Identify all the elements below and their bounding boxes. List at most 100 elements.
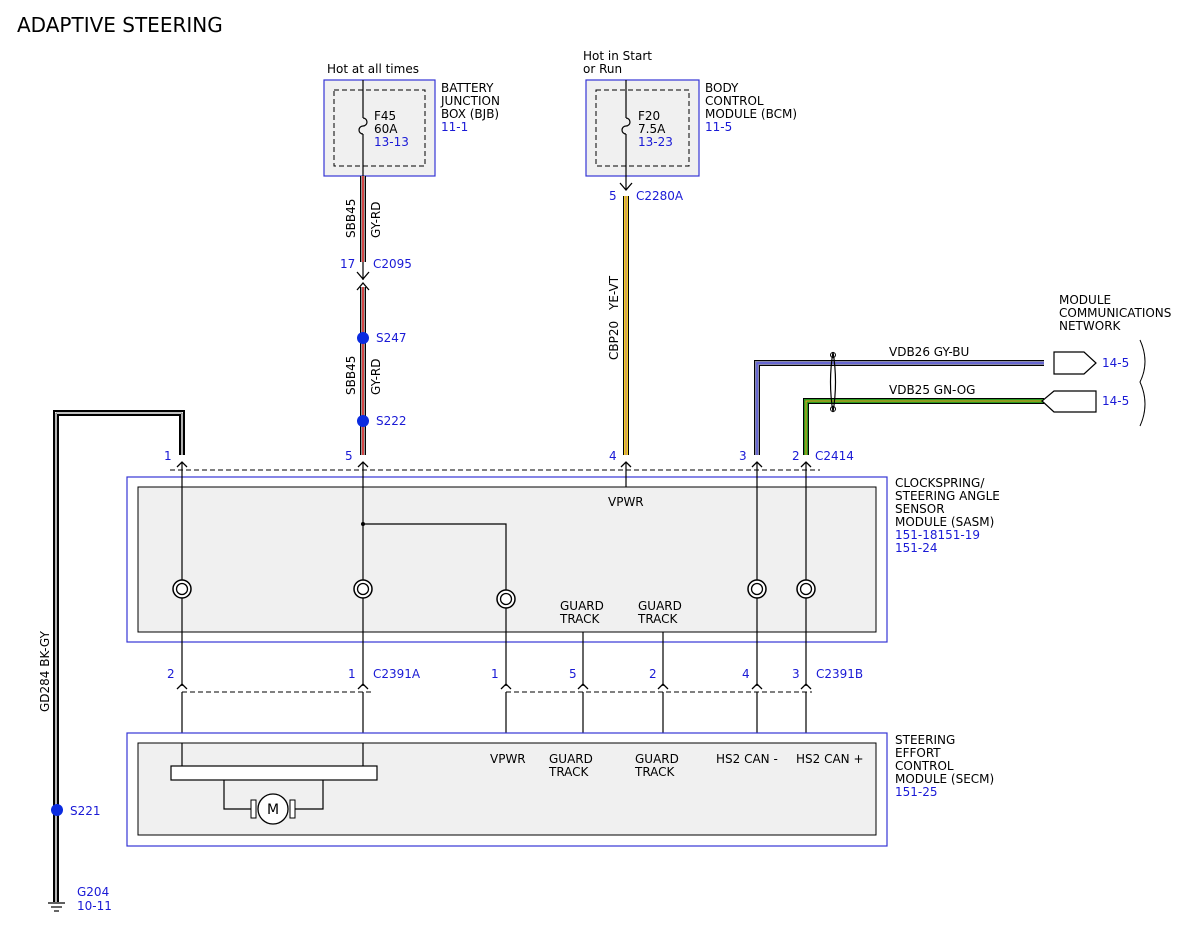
secm-motor-driver — [170, 765, 378, 781]
c2391a-pin-1: 1 — [348, 667, 356, 681]
c2391b-pin-2: 2 — [649, 667, 657, 681]
wire-gd284-label: GD284 BK-GY — [38, 630, 52, 712]
splice-s222-label[interactable]: S222 — [376, 414, 407, 428]
bjb-name-1: BATTERY — [441, 81, 494, 95]
secm-name-1: STEERING — [895, 733, 955, 747]
network-title-2: COMMUNICATIONS — [1059, 306, 1171, 320]
sasm-guard1-1: GUARD — [560, 599, 604, 613]
bjb-box — [323, 79, 436, 177]
bjb-hot-label: Hot at all times — [327, 62, 419, 76]
secm-name-3: CONTROL — [895, 759, 954, 773]
c2391b-label[interactable]: C2391B — [816, 667, 863, 681]
c2391a-label[interactable]: C2391A — [373, 667, 421, 681]
secm-can-low: HS2 CAN - — [716, 752, 778, 766]
network-bracket — [1139, 339, 1146, 427]
wire-vdb26 — [754, 360, 1044, 455]
page-title: ADAPTIVE STEERING — [17, 13, 223, 37]
c2391b-pin-3: 3 — [792, 667, 800, 681]
secm-guard2-2: TRACK — [634, 765, 676, 779]
wire-vdb25 — [803, 398, 1044, 455]
c2391b-pin-4: 4 — [742, 667, 750, 681]
c2095-pin: 17 — [340, 257, 355, 271]
c2095-label[interactable]: C2095 — [373, 257, 412, 271]
fuse-f45-ref[interactable]: 13-13 — [374, 135, 409, 149]
bcm-box — [585, 79, 700, 177]
secm-guard2-1: GUARD — [635, 752, 679, 766]
c2414-label[interactable]: C2414 — [815, 449, 854, 463]
sasm-eyelet-1 — [172, 579, 192, 599]
network-in-arrow-icon — [1041, 390, 1097, 413]
bjb-name-2: JUNCTION — [440, 94, 500, 108]
bcm-name-1: BODY — [705, 81, 739, 95]
secm-guard1-1: GUARD — [549, 752, 593, 766]
sasm-name-1: CLOCKSPRING/ — [895, 476, 985, 490]
wire-sbb45-top-color: GY-RD — [369, 201, 383, 238]
c2391b-pin-1: 1 — [491, 667, 499, 681]
sasm-guard2-1: GUARD — [638, 599, 682, 613]
c2280a-male-icon — [619, 182, 633, 191]
ground-ref[interactable]: 10-11 — [77, 899, 112, 913]
bcm-hot-label-2: or Run — [583, 62, 622, 76]
wire-sbb45-bottom-color: GY-RD — [369, 358, 383, 395]
fuse-f45-id: F45 — [374, 109, 396, 123]
fuse-f45-rating: 60A — [374, 122, 398, 136]
sasm-ref-1[interactable]: 151-18151-19 — [895, 528, 980, 542]
wire-sbb45-bottom-circuit: SBB45 — [344, 356, 358, 395]
c2414-pin-5: 5 — [345, 449, 353, 463]
sasm-name-3: SENSOR — [895, 502, 945, 516]
ground-icon — [48, 902, 65, 912]
splice-s247-label[interactable]: S247 — [376, 331, 407, 345]
fuse-f20-ref[interactable]: 13-23 — [638, 135, 673, 149]
ground-name[interactable]: G204 — [77, 885, 109, 899]
sasm-guard1-2: TRACK — [559, 612, 601, 626]
c2414-pin-1: 1 — [164, 449, 172, 463]
sasm-eyelet-5 — [796, 579, 816, 599]
network-ref-1[interactable]: 14-5 — [1102, 356, 1129, 370]
c2095-female-icon — [356, 282, 370, 291]
fuse-f45-icon — [358, 117, 368, 135]
c2280a-label[interactable]: C2280A — [636, 189, 684, 203]
secm-can-high: HS2 CAN + — [796, 752, 864, 766]
bcm-name-3: MODULE (BCM) — [705, 107, 797, 121]
network-ref-2[interactable]: 14-5 — [1102, 394, 1129, 408]
splice-s222 — [357, 415, 369, 427]
c2414-pin-marks — [176, 461, 812, 468]
secm-name-2: EFFORT — [895, 746, 941, 760]
c2414-pin-2: 2 — [792, 449, 800, 463]
secm-name-4: MODULE (SECM) — [895, 772, 994, 786]
motor-label: M — [267, 802, 279, 818]
fuse-f20-rating: 7.5A — [638, 122, 666, 136]
bcm-ref[interactable]: 11-5 — [705, 120, 732, 134]
c2391a-pin-2: 2 — [167, 667, 175, 681]
c2280a-pin: 5 — [609, 189, 617, 203]
sasm-ref-2[interactable]: 151-24 — [895, 541, 938, 555]
sasm-vpwr: VPWR — [608, 495, 644, 509]
sasm-eyelet-2 — [353, 579, 373, 599]
bcm-hot-label-1: Hot in Start — [583, 49, 652, 63]
bcm-inner-box — [595, 89, 690, 167]
fuse-f20-icon — [621, 117, 631, 135]
splice-s221-label[interactable]: S221 — [70, 804, 101, 818]
network-title-3: NETWORK — [1059, 319, 1122, 333]
wire-sbb45-top-circuit: SBB45 — [344, 199, 358, 238]
c2095-male-icon — [356, 271, 370, 280]
secm-module-inner — [137, 742, 877, 836]
secm-ref[interactable]: 151-25 — [895, 785, 938, 799]
c2391-pin-marks — [176, 683, 812, 690]
bcm-name-2: CONTROL — [705, 94, 764, 108]
motor-icon — [257, 793, 289, 825]
bjb-inner-box — [333, 89, 426, 167]
secm-vpwr: VPWR — [490, 752, 526, 766]
sasm-eyelet-3 — [496, 589, 516, 609]
splice-s221 — [51, 804, 63, 816]
bjb-name-3: BOX (BJB) — [441, 107, 499, 121]
sasm-name-4: MODULE (SASM) — [895, 515, 994, 529]
sasm-guard2-2: TRACK — [637, 612, 679, 626]
c2414-pin-3: 3 — [739, 449, 747, 463]
sasm-name-2: STEERING ANGLE — [895, 489, 1000, 503]
wire-vdb26-label: VDB26 GY-BU — [889, 345, 969, 359]
splice-s247 — [357, 332, 369, 344]
bjb-ref[interactable]: 11-1 — [441, 120, 468, 134]
sasm-internal-wiring — [181, 462, 807, 686]
